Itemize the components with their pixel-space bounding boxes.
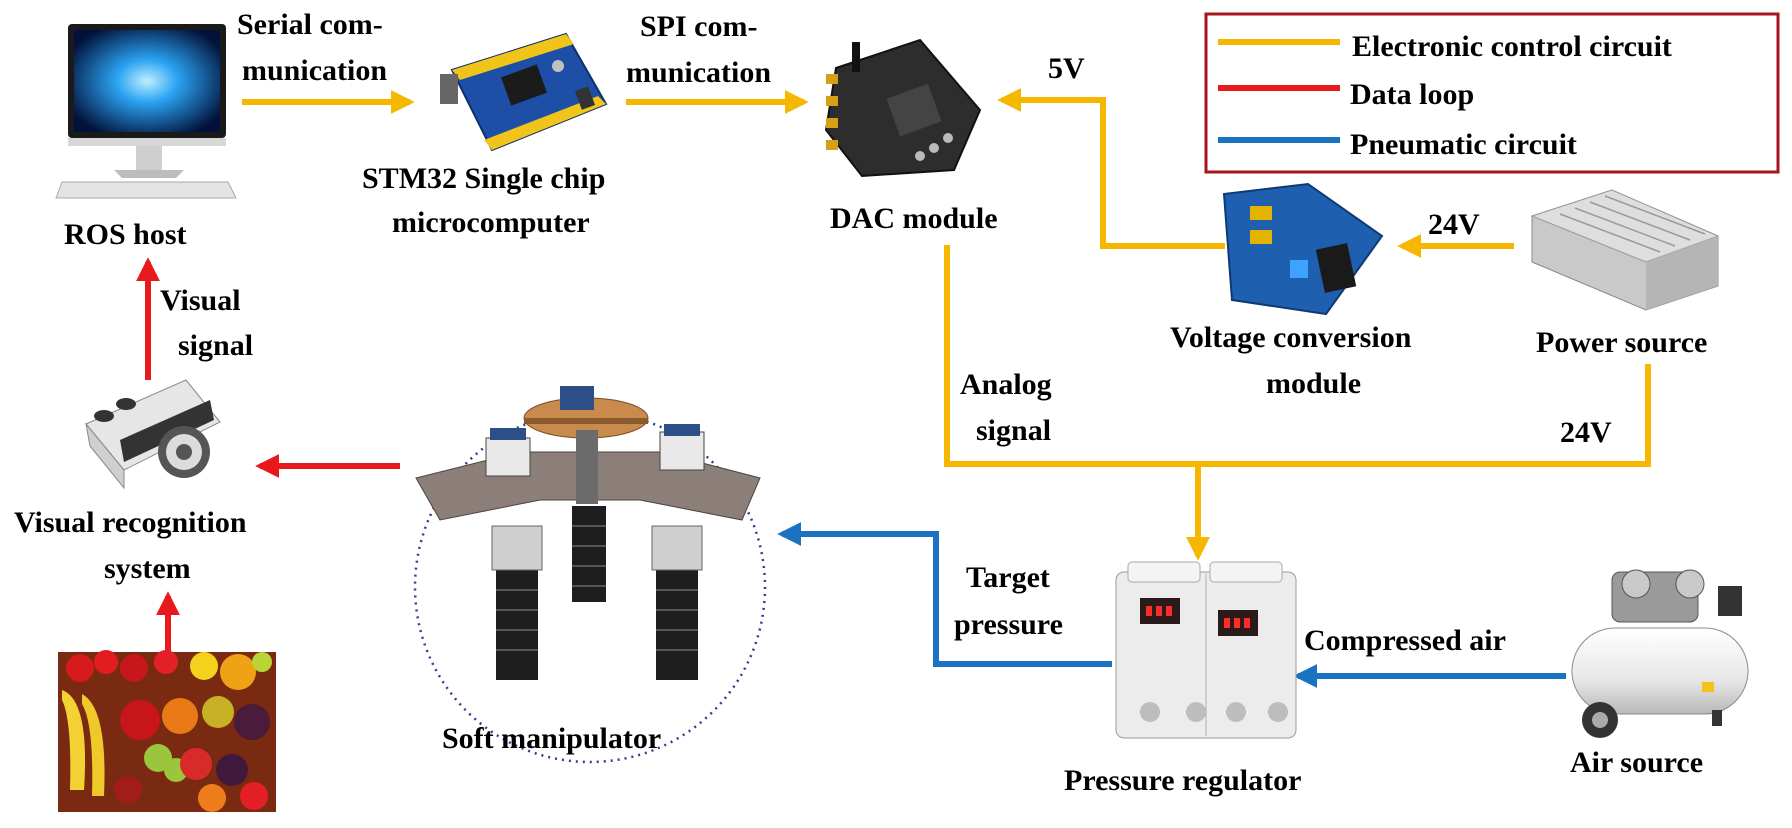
analog-label-2: signal [976,414,1051,447]
voltage-converter-board-icon [1222,182,1384,316]
visual-label-1: Visual [160,284,241,317]
legend-label-electronic: Electronic control circuit [1352,30,1672,63]
pressure-regulator-icon [1115,561,1297,739]
24v-right-label: 24V [1560,416,1612,449]
serial-label-1: Serial com- [237,8,383,41]
pressure-regulator-label: Pressure regulator [1064,764,1301,797]
stm32-label-1: STM32 Single chip [362,162,605,195]
soft-manipulator-label: Soft manipulator [442,722,661,755]
air-source-label: Air source [1570,746,1703,779]
voltage-conv-label-1: Voltage conversion [1170,321,1412,354]
voltage-conv-label-2: module [1266,367,1361,400]
spi-label-1: SPI com- [640,10,757,43]
spi-label-2: munication [626,56,771,89]
microcontroller-board-icon [440,32,608,152]
monitor-icon [55,24,237,199]
legend: Electronic control circuit Data loop Pne… [1204,12,1780,174]
soft-gripper-icon [413,386,767,764]
legend-label-data: Data loop [1350,78,1474,111]
serial-label-2: munication [242,54,387,87]
dac-board-icon [824,38,982,178]
ros-host-label: ROS host [64,218,187,251]
stm32-label-2: microcomputer [392,206,590,239]
camera-label-2: system [104,552,191,585]
visual-label-2: signal [178,329,253,362]
target-label-1: Target [966,561,1050,594]
camera-label-1: Visual recognition [14,506,247,539]
analog-24v-bus [944,245,1651,467]
legend-frame [1204,12,1780,174]
target-label-2: pressure [954,608,1063,641]
air-compressor-icon [1571,569,1749,738]
power-supply-icon [1530,189,1720,311]
24v-top-label: 24V [1428,208,1480,241]
compressed-air-label: Compressed air [1304,624,1506,657]
dac-label: DAC module [830,202,998,235]
5v-arrow [997,88,1225,249]
analog-label-1: Analog [960,368,1052,401]
target-pressure-arrow [777,522,1112,667]
camera-icon [85,379,221,490]
edge-labels: Serial com- munication SPI com- municati… [160,8,1612,657]
fruit-photo-icon [58,650,276,812]
connectors [136,88,1651,688]
power-source-label: Power source [1536,326,1707,359]
5v-label: 5V [1048,52,1085,85]
legend-label-pneumatic: Pneumatic circuit [1350,128,1577,161]
